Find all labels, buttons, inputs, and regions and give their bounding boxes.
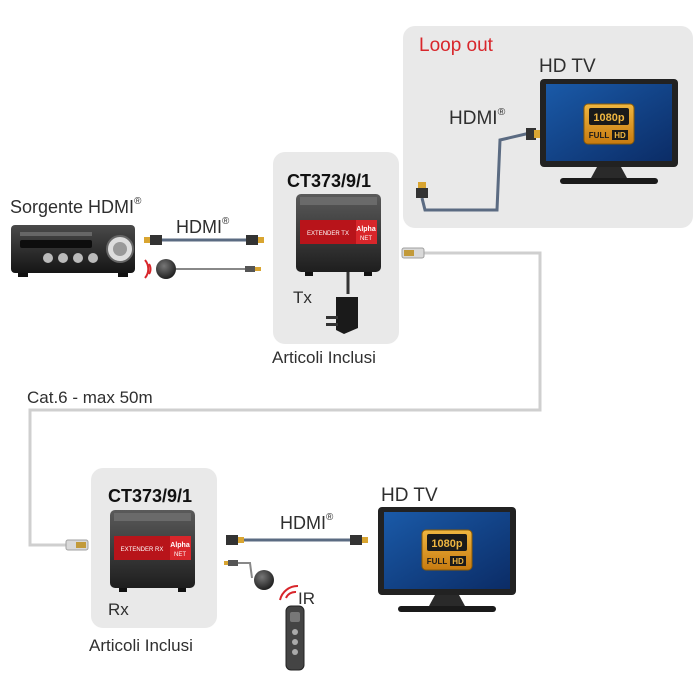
rx-included-label: Articoli Inclusi xyxy=(89,636,193,655)
power-adapter-icon xyxy=(326,272,358,334)
rj45-connector-rx xyxy=(65,539,89,551)
source-hdmi-reg: ® xyxy=(222,216,230,228)
full-hd-badge: 1080p FULL HD xyxy=(583,103,635,145)
hdmi-source-device xyxy=(11,225,135,277)
badge-resolution: 1080p xyxy=(593,112,624,124)
badge-full-rx: FULL xyxy=(427,557,448,566)
hdmi-plug-tv-in xyxy=(350,535,368,545)
loop-tv-label: HD TV xyxy=(539,56,596,77)
loop-out-label: Loop out xyxy=(419,35,493,56)
tx-unit-label: Tx xyxy=(293,288,312,307)
rx-device-brand: Alpha xyxy=(170,542,190,549)
full-hd-badge-rx: 1080p FULL HD xyxy=(421,529,473,571)
rx-model-label: CT373/9/1 xyxy=(108,486,193,506)
tx-extender-device: EXTENDER TX Alpha NET xyxy=(296,194,381,276)
rx-extender-device: EXTENDER RX Alpha NET xyxy=(110,510,195,592)
rx-unit-label: Rx xyxy=(108,600,129,619)
loop-hdmi-reg: ® xyxy=(497,106,506,118)
hdmi-plug-loop-tv xyxy=(526,128,540,140)
tx-model-label: CT373/9/1 xyxy=(287,171,372,191)
rx-hdmi-reg: ® xyxy=(326,512,334,524)
cat6-cable xyxy=(28,251,542,547)
tx-included-label: Articoli Inclusi xyxy=(272,348,376,367)
ir-receiver-icon xyxy=(144,259,261,279)
source-hdmi-text: HDMI xyxy=(176,217,222,237)
rj45-connector-tx xyxy=(401,247,425,259)
tx-device-brand-sub: NET xyxy=(360,236,372,242)
tv-output: 1080p FULL HD xyxy=(378,507,516,612)
badge-hd: HD xyxy=(614,131,626,140)
rx-hdmi-text: HDMI xyxy=(280,513,326,533)
source-label: Sorgente HDMI® xyxy=(10,196,142,217)
hdmi-plug-tx-in xyxy=(246,235,264,245)
hdmi-plug-loop-tx xyxy=(416,182,428,198)
hdmi-cable-loop xyxy=(420,131,531,212)
source-label-text: Sorgente HDMI xyxy=(10,197,135,217)
loop-hdmi-label: HDMI® xyxy=(449,106,506,129)
rx-device-brand-sub: NET xyxy=(174,552,186,558)
badge-resolution-rx: 1080p xyxy=(431,538,462,550)
tv-loop-out: 1080p FULL HD xyxy=(540,79,678,184)
source-hdmi-label: HDMI® xyxy=(176,216,230,237)
remote-control-icon xyxy=(279,584,305,671)
badge-full: FULL xyxy=(589,131,610,140)
rx-device-text: EXTENDER RX xyxy=(121,547,164,553)
ir-emitter-icon xyxy=(224,560,274,590)
ir-label: IR xyxy=(298,589,315,608)
rx-hdmi-label: HDMI® xyxy=(280,512,334,533)
hdmi-plug-source xyxy=(144,235,162,245)
loop-hdmi-text: HDMI xyxy=(449,108,498,129)
tx-device-brand: Alpha xyxy=(356,226,376,233)
cable-label: Cat.6 - max 50m xyxy=(27,388,153,407)
tx-device-text: EXTENDER TX xyxy=(307,231,349,237)
rx-tv-label: HD TV xyxy=(381,485,438,506)
source-label-reg: ® xyxy=(134,196,142,208)
hdmi-plug-rx-out xyxy=(226,535,244,545)
badge-hd-rx: HD xyxy=(452,557,464,566)
